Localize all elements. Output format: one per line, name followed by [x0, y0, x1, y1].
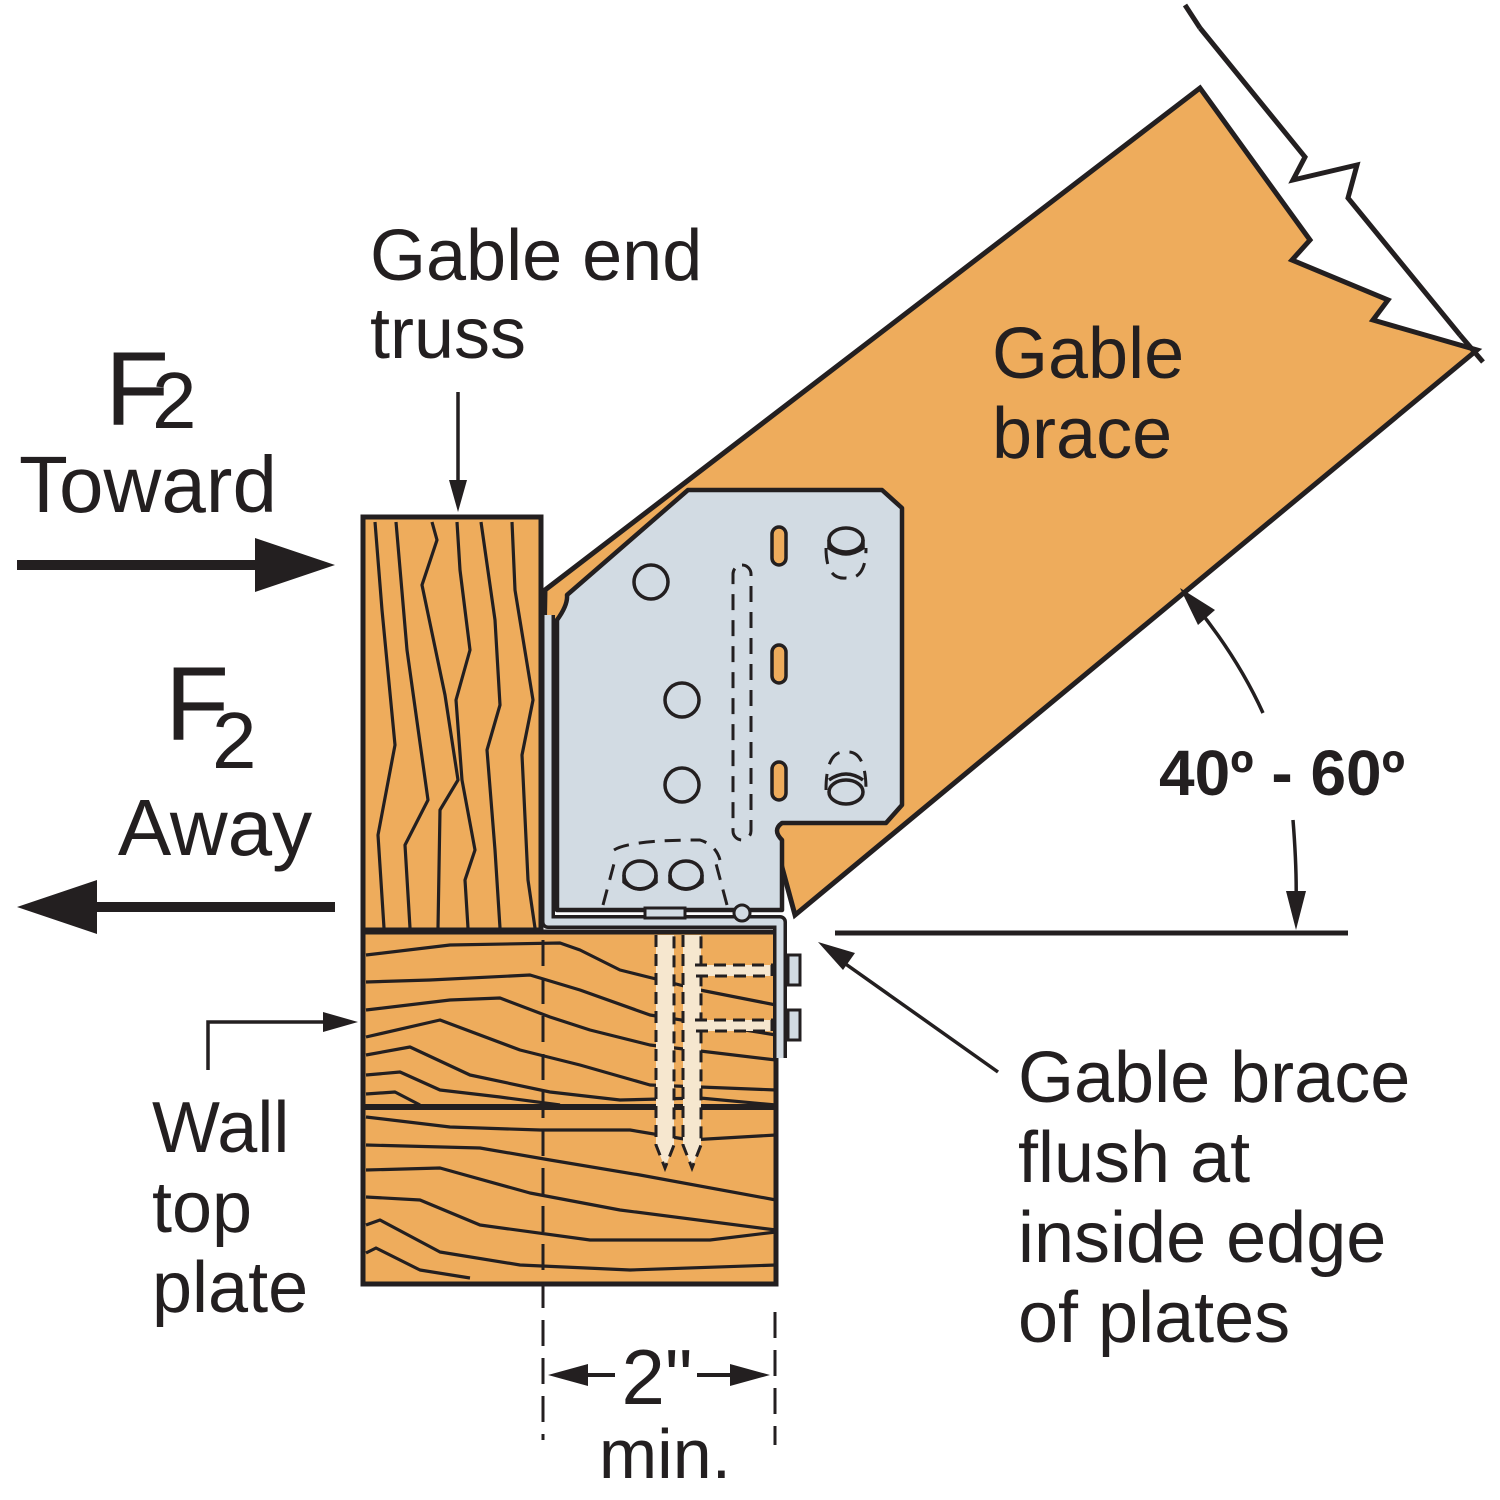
angle-indicator: 40º - 60º: [835, 588, 1405, 936]
angle-arrow-down-icon: [1286, 891, 1306, 930]
wall-top-plates: [360, 929, 779, 1287]
flush-note-line4: of plates: [1018, 1278, 1290, 1358]
steel-connector: [541, 487, 905, 1058]
wall-top-plate-label-line2: top: [152, 1168, 252, 1248]
nail-horizontal-1: [695, 963, 774, 978]
wall-top-plate-label-line3: plate: [152, 1248, 308, 1328]
flush-note-line3: inside edge: [1018, 1198, 1386, 1278]
gable-brace-label-line2: brace: [992, 394, 1172, 474]
gable-end-truss-label-line1: Gable end: [370, 216, 702, 296]
slot-hole: [770, 643, 788, 685]
screw-bottom: [824, 750, 868, 806]
gable-end-truss-callout: Gable end truss: [370, 216, 702, 512]
dimension-value: 2": [621, 1333, 692, 1421]
break-line-bottom: [1458, 333, 1485, 364]
angle-arrow-up-icon: [1180, 588, 1215, 625]
nail-2: [681, 935, 703, 1173]
nail-horizontal-2: [695, 1018, 774, 1033]
force-away: F 2 Away: [17, 646, 335, 934]
force-away-symbol: F: [165, 646, 229, 763]
break-line-top: [1182, 3, 1203, 30]
wall-top-plate-label-line1: Wall: [152, 1088, 289, 1168]
leader-arrow-icon: [818, 942, 855, 970]
gable-brace-callout: Gable brace: [992, 314, 1184, 474]
gable-end-truss-member: [360, 514, 544, 933]
nail-hole: [632, 563, 670, 601]
force-toward-symbol: F: [105, 331, 169, 448]
screw-top: [824, 526, 868, 580]
slot-hole: [770, 525, 788, 567]
force-toward: F 2 Toward: [17, 331, 335, 592]
break-zigzag: [1198, 26, 1462, 337]
angle-range-label: 40º - 60º: [1159, 737, 1405, 809]
screw-pair-bottom: [601, 838, 752, 923]
slot-hole: [770, 760, 788, 802]
embossment-rib: [731, 563, 753, 842]
nail-hole: [663, 681, 701, 719]
force-toward-subscript: 2: [152, 356, 197, 445]
nail-1: [654, 935, 676, 1173]
leader-arrow-icon: [323, 1012, 358, 1032]
nail-hole: [663, 766, 701, 804]
wall-top-plate-callout: Wall top plate: [152, 1012, 358, 1328]
force-away-subscript: 2: [212, 696, 257, 785]
flush-note-callout: Gable brace flush at inside edge of plat…: [818, 942, 1410, 1358]
force-away-label: Away: [118, 783, 312, 872]
flush-note-line2: flush at: [1018, 1118, 1250, 1198]
force-toward-label: Toward: [19, 440, 277, 529]
gable-brace-label-line1: Gable: [992, 314, 1184, 394]
dimension-2in-min: 2" min.: [541, 940, 777, 1493]
flush-note-line1: Gable brace: [1018, 1038, 1410, 1118]
gable-end-truss-label-line2: truss: [370, 294, 526, 374]
nails: [654, 935, 774, 1173]
dimension-unit: min.: [599, 1415, 731, 1493]
leader-arrow-icon: [449, 480, 467, 512]
